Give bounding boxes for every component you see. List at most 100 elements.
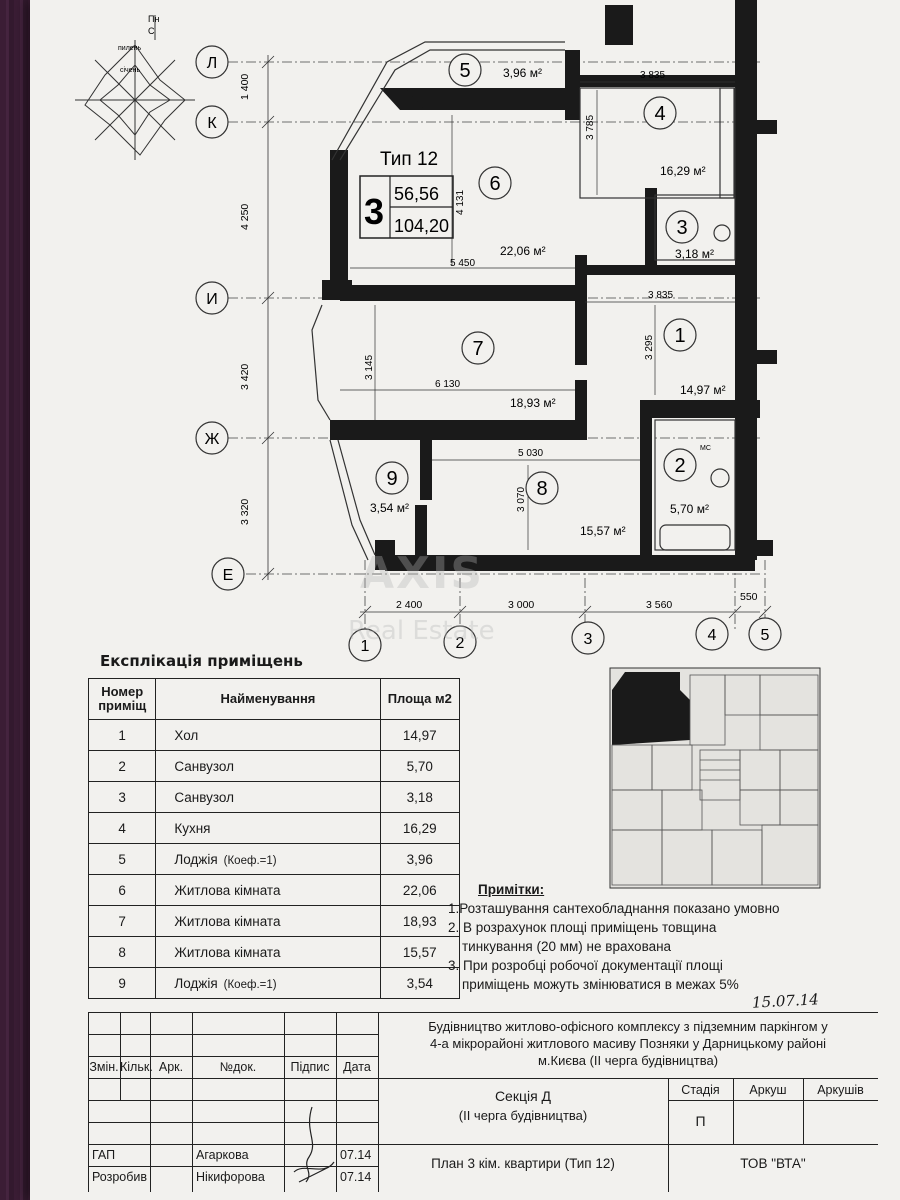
title-block: Будівництво житлово-офісного комплексу з… <box>88 1012 878 1192</box>
row-num: 8 <box>87 936 157 968</box>
row-koef: (Коеф.=1) <box>223 854 277 867</box>
note-line: 1.Розташування сантехобладнання показано… <box>448 901 780 916</box>
handwritten-date: 15.07.14 <box>751 990 820 1012</box>
row-area: 5,70 <box>379 750 461 782</box>
compass-ring1-label: пилень <box>118 45 142 52</box>
row-num: 6 <box>87 874 157 906</box>
compass-rose-icon <box>75 15 195 160</box>
header-name: Найменування <box>155 678 381 720</box>
row-name-cell: Житлова кімната <box>155 936 381 968</box>
role-label: Розробив <box>92 1170 148 1184</box>
plan-total-area: 104,20 <box>394 216 449 236</box>
compass-ring2-label: січень <box>120 66 140 74</box>
room-area: 18,93 м² <box>510 396 556 410</box>
row-name-cell: Хол <box>155 719 381 751</box>
room-dim: 3 835 <box>640 70 665 81</box>
row-koef: (Коеф.=1) <box>223 978 277 991</box>
axis-number: 2 <box>456 635 465 652</box>
section-label: Секція Д <box>494 1088 552 1104</box>
explication-title: Експлікація приміщень <box>100 652 303 670</box>
room-number: 2 <box>674 455 685 477</box>
room-dim: 3 145 <box>364 355 375 380</box>
room-dim: 5 450 <box>450 258 475 269</box>
plan-type-label: Тип 12 <box>380 149 438 170</box>
row-num: 2 <box>87 750 157 782</box>
watermark-subtitle: Real Estate <box>348 616 495 646</box>
dim-horizontal: 3 000 <box>508 599 534 611</box>
dim-horizontal: 3 560 <box>646 599 672 611</box>
project-line: 4-а мікрорайоні житлового масиву Позняки… <box>429 1036 827 1051</box>
company-name: ТОВ "ВТА" <box>740 1156 806 1171</box>
room-dim: МС <box>700 445 711 452</box>
room-number: 5 <box>459 60 470 82</box>
room-area: 22,06 м² <box>500 244 546 258</box>
axis-letter: Л <box>207 55 218 72</box>
room-area: 16,29 м² <box>660 164 706 178</box>
compass-b-label: С <box>148 26 155 36</box>
explication-table: Номер приміщ Найменування Площа м2 1 Хол 1… <box>87 678 461 999</box>
room-area: 3,96 м² <box>503 66 542 80</box>
row-num: 5 <box>87 843 157 875</box>
notes-block: Примітки: 1.Розташування сантехобладнанн… <box>448 880 838 994</box>
row-name-cell: Санвузол <box>155 781 381 813</box>
dim-vertical: 1 400 <box>239 74 251 100</box>
axis-number: 4 <box>708 627 717 644</box>
signature-icon <box>293 1106 335 1183</box>
table-row: 2 Санвузол 5,70 <box>87 750 461 782</box>
col-header: Арк. <box>158 1060 184 1074</box>
row-name: Санвузол <box>174 758 234 774</box>
note-line: тинкування (20 мм) не врахована <box>462 939 672 954</box>
row-name-cell: Житлова кімната <box>155 905 381 937</box>
table-header-row: Номер приміщ Найменування Площа м2 <box>87 678 461 720</box>
room-dim: 4 131 <box>455 190 466 215</box>
room-dim: 3 835 <box>648 290 673 301</box>
room-area: 14,97 м² <box>680 383 726 397</box>
row-num: 1 <box>87 719 157 751</box>
axis-number: 3 <box>584 631 593 648</box>
room-number: 4 <box>654 103 665 125</box>
stage-header: Стадія <box>681 1083 720 1097</box>
row-area: 22,06 <box>379 874 461 906</box>
room-dim: 5 030 <box>518 448 543 459</box>
project-line: м.Києва (II черга будівництва) <box>537 1053 719 1068</box>
walls <box>322 0 777 571</box>
row-area: 3,96 <box>379 843 461 875</box>
dim-vertical: 3 320 <box>239 499 251 525</box>
compass-north-label: Пн <box>148 14 159 24</box>
col-header: Змін. <box>89 1060 119 1074</box>
row-area: 18,93 <box>379 905 461 937</box>
row-name-cell: Лоджія(Коеф.=1) <box>155 967 381 999</box>
row-area: 16,29 <box>379 812 461 844</box>
row-area: 3,18 <box>379 781 461 813</box>
key-plan-diagram <box>609 667 821 889</box>
axis-number: 1 <box>361 638 370 655</box>
row-area: 15,57 <box>379 936 461 968</box>
row-name-cell: Лоджія (Коеф.=1) <box>155 843 381 875</box>
role-name: Агаркова <box>196 1148 249 1162</box>
row-name: Лоджія <box>174 851 218 867</box>
role-date: 07.14 <box>340 1170 372 1184</box>
axis-letter: И <box>206 291 218 308</box>
axis-letter: К <box>207 115 217 132</box>
axis-number: 5 <box>761 627 770 644</box>
note-line: 2. В розрахунок площі приміщень товщина <box>448 920 717 935</box>
plan-living-area: 56,56 <box>394 184 439 204</box>
room-number: 7 <box>472 338 483 360</box>
stage-header: Аркуш <box>749 1083 787 1097</box>
watermark: AXIS <box>360 548 485 599</box>
axis-letter: Ж <box>205 431 220 448</box>
room-dim: 3 070 <box>516 487 527 512</box>
row-name: Хол <box>174 727 199 743</box>
room-number: 8 <box>536 478 547 500</box>
room-area: 3,18 м² <box>675 247 714 261</box>
stage-note: (II черга будівництва) <box>458 1108 588 1123</box>
note-line: 3. При розробці робочої документації пло… <box>448 958 723 973</box>
